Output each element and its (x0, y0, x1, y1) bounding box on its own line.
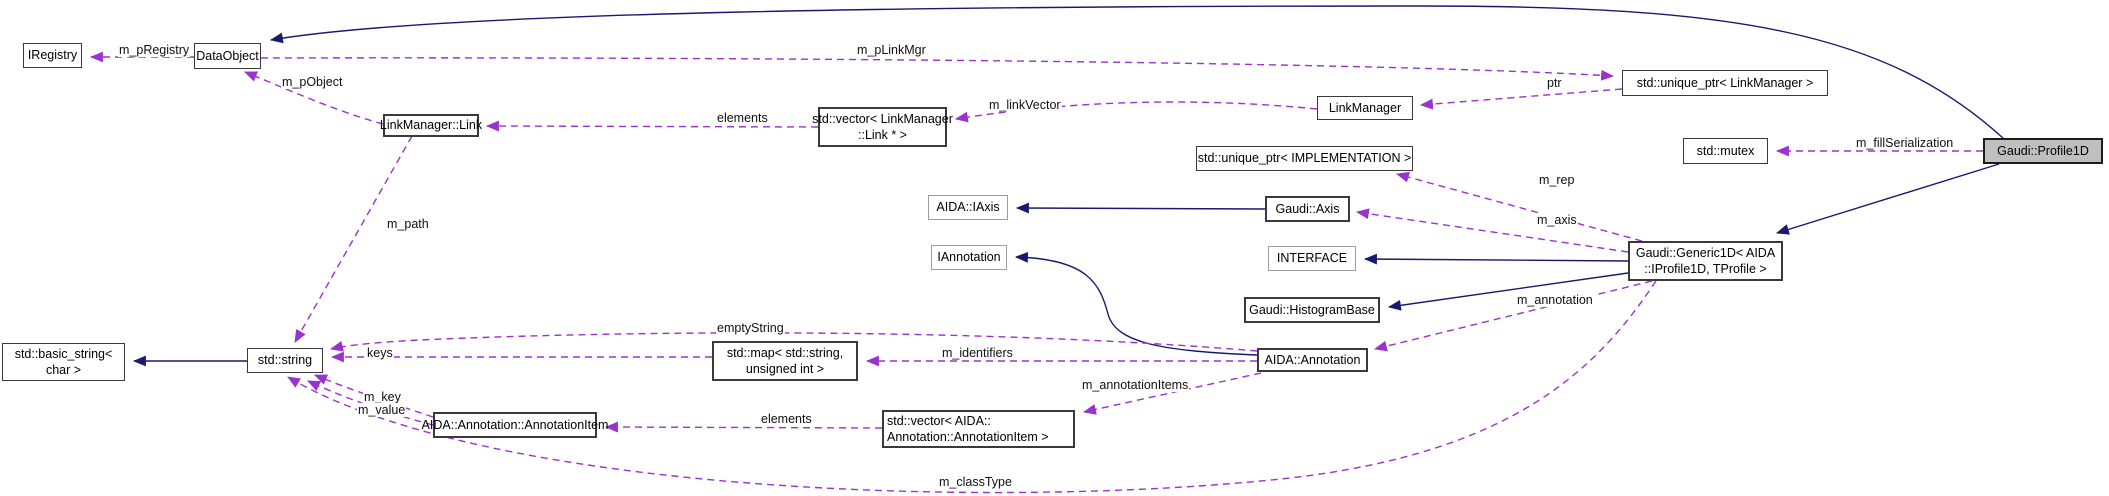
edge-label-m-identifiers: m_identifiers (941, 346, 1014, 361)
edge-label-m-pregistry: m_pRegistry (118, 43, 191, 58)
edge-generic1d-to-interface-inheritance (1363, 253, 1629, 265)
node-gaudi-profile1d[interactable]: Gaudi::Profile1D (1983, 138, 2103, 164)
edge-m-key (314, 374, 434, 418)
edge-ptr (1419, 88, 1623, 110)
node-std-string: std::string (247, 348, 323, 373)
edge-label-m-annotation: m_annotation (1516, 293, 1594, 308)
node-unique-ptr-linkmanager: std::unique_ptr< LinkManager > (1622, 70, 1828, 96)
edge-m-plinkmgr (260, 57, 1615, 81)
edge-axis-to-iaxis-inheritance (1015, 202, 1266, 214)
edge-label-emptystring: emptyString (716, 321, 785, 336)
edge-m-classtype (287, 280, 1657, 494)
node-gaudi-axis[interactable]: Gaudi::Axis (1265, 196, 1350, 222)
edge-profile1d-to-generic1d-inheritance (1775, 163, 2000, 235)
node-std-map: std::map< std::string, unsigned int > (712, 341, 858, 381)
node-linkmanager-link[interactable]: LinkManager::Link (380, 114, 482, 137)
edge-label-ptr: ptr (1546, 76, 1563, 91)
edge-label-elements-items: elements (760, 412, 813, 427)
edge-label-elements-links: elements (716, 111, 769, 126)
edge-elements-items (604, 421, 883, 433)
edge-label-m-rep: m_rep (1538, 173, 1576, 188)
edge-label-m-pobject: m_pObject (281, 75, 344, 90)
edge-m-path (294, 135, 413, 343)
edge-label-m-linkvector: m_linkVector (988, 98, 1062, 113)
edge-m-axis (1355, 208, 1629, 253)
edge-m-rep (1395, 171, 1643, 242)
edge-profile1d-to-dataobject-inheritance (269, 5, 2005, 140)
edge-label-m-plinkmgr: m_pLinkMgr (856, 43, 927, 58)
edge-m-annotation (1373, 280, 1653, 352)
edge-label-m-classtype: m_classType (938, 475, 1013, 490)
edge-m-linkvector (954, 101, 1318, 123)
node-linkmanager[interactable]: LinkManager (1317, 96, 1413, 120)
edge-elements-links (485, 120, 819, 132)
edge-label-m-axis: m_axis (1536, 213, 1578, 228)
node-aida-annotation[interactable]: AIDA::Annotation (1257, 348, 1368, 372)
edge-label-m-annotationitems: m_annotationItems (1081, 378, 1190, 393)
edge-emptystring (329, 332, 1258, 352)
node-vector-annotation-item: std::vector< AIDA:: Annotation::Annotati… (882, 410, 1075, 448)
node-iannotation: IAnnotation (931, 245, 1007, 270)
node-aida-iaxis: AIDA::IAxis (928, 195, 1008, 220)
node-interface: INTERFACE (1268, 246, 1356, 271)
node-gaudi-histogrambase[interactable]: Gaudi::HistogramBase (1244, 297, 1380, 323)
node-vector-linkmanager-link: std::vector< LinkManager ::Link * > (812, 107, 953, 147)
edge-generic1d-to-histogrambase-inheritance (1387, 272, 1629, 311)
node-iregistry[interactable]: IRegistry (23, 43, 82, 68)
edge-label-m-path: m_path (386, 217, 430, 232)
edge-label-keys: keys (366, 346, 394, 361)
edge-label-m-value: m_value (357, 403, 407, 418)
edge-label-m-fillserialization: m_fillSerialization (1855, 136, 1955, 151)
node-dataobject[interactable]: DataObject (194, 43, 261, 69)
edge-m-annotationitems (1082, 372, 1262, 415)
node-std-basic-string: std::basic_string< char > (2, 343, 125, 381)
node-annotation-item[interactable]: AIDA::Annotation::AnnotationItem (422, 412, 608, 438)
node-gaudi-generic1d[interactable]: Gaudi::Generic1D< AIDA ::IProfile1D, TPr… (1628, 241, 1783, 281)
node-std-mutex: std::mutex (1683, 138, 1768, 164)
edge-annotation-to-iannotation-inheritance (1014, 251, 1258, 356)
edge-m-pobject (243, 71, 384, 125)
edge-label-m-key: m_key (363, 390, 402, 405)
node-unique-ptr-implementation: std::unique_ptr< IMPLEMENTATION > (1196, 146, 1413, 171)
